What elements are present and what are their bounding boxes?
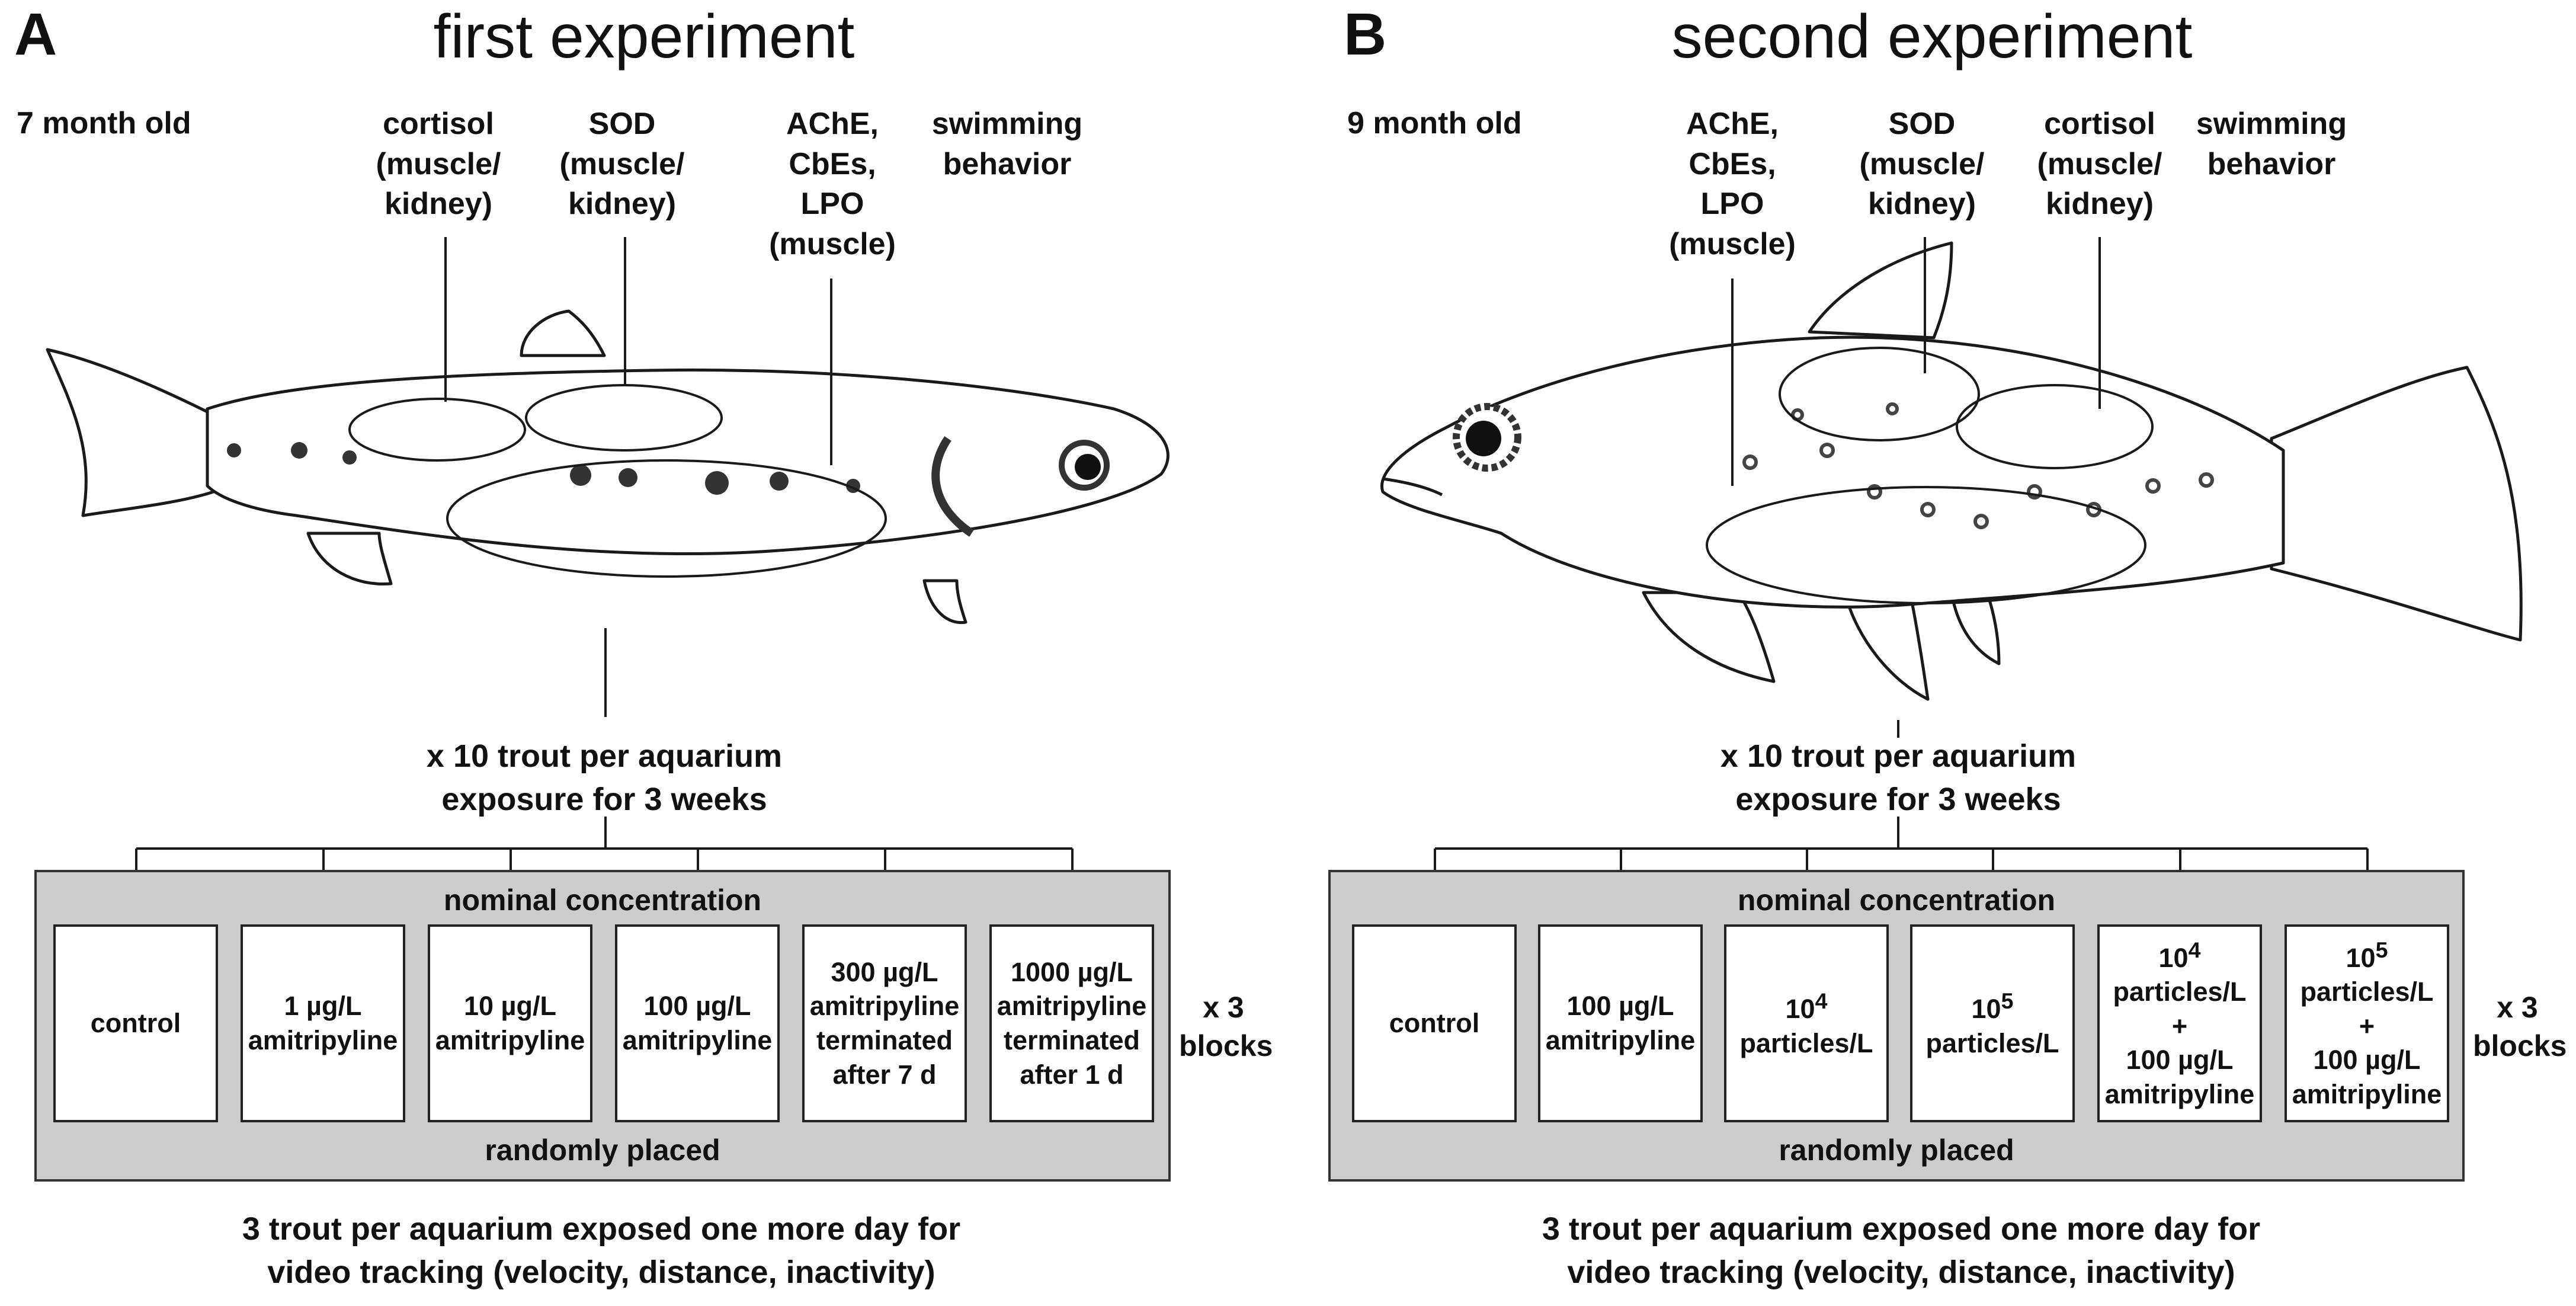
treatment-b-3-rest: particles/L xyxy=(1739,1027,1873,1058)
box-header-b: nominal concentration xyxy=(1737,884,2056,917)
treatment-box-a-1: control xyxy=(53,924,218,1122)
treatment-box-a-5: 300 µg/L amitripyline terminated after 7… xyxy=(802,924,967,1122)
treatment-b-5-base: 10 xyxy=(2158,942,2189,973)
treatment-b-4-text: 105 particles/L xyxy=(1925,987,2059,1060)
panel-first-experiment: A first experiment 7 month old cortisol … xyxy=(14,1,1273,1290)
treatment-b-4-exp: 5 xyxy=(2001,988,2014,1013)
label-ache-b: AChE, CbEs, LPO (muscle) xyxy=(1669,107,1796,261)
trout-illustration-a xyxy=(46,237,1170,924)
treatment-b-6-base: 10 xyxy=(2346,942,2376,973)
aquarium-group-a: nominal concentration randomly placed xyxy=(34,870,1171,1182)
treatment-box-b-5: 104 particles/L + 100 µg/L amitripyline xyxy=(2097,924,2262,1122)
setup-text-a: x 10 trout per aquarium exposure for 3 w… xyxy=(426,738,783,817)
panel-a-title: first experiment xyxy=(433,2,855,71)
label-cortisol-b: cortisol (muscle/ kidney) xyxy=(2037,107,2162,222)
treatment-b-5-exp: 4 xyxy=(2188,937,2201,962)
panel-letter-a: A xyxy=(14,1,57,68)
blocks-label-a: x 3 blocks xyxy=(1179,991,1273,1062)
label-ache-a: AChE, CbEs, LPO (muscle) xyxy=(769,107,896,261)
panel-second-experiment: B second experiment 9 month old AChE, Cb… xyxy=(1288,0,2576,1306)
treatment-b-6-text: 105 particles/L + 100 µg/L amitripyline xyxy=(2292,936,2442,1112)
treatment-b-1-text: control xyxy=(1389,1008,1480,1039)
treatment-b-5-rest: particles/L + 100 µg/L amitripyline xyxy=(2104,977,2255,1109)
treatment-box-b-1: control xyxy=(1352,924,1517,1122)
treatment-b-6-exp: 5 xyxy=(2375,937,2388,962)
panel-letter-b: B xyxy=(1344,1,1387,68)
treatment-b-4-base: 10 xyxy=(1971,993,2001,1024)
treatment-b-4-rest: particles/L xyxy=(1925,1027,2059,1058)
label-swimming-b: swimming behavior xyxy=(2196,107,2347,181)
footer-text-b: 3 trout per aquarium exposed one more da… xyxy=(1542,1211,2261,1290)
panel-b-age: 9 month old xyxy=(1347,106,1522,140)
label-cortisol-a: cortisol (muscle/ kidney) xyxy=(376,107,501,222)
treatment-box-a-4: 100 µg/L amitripyline xyxy=(615,924,780,1122)
box-header-a: nominal concentration xyxy=(443,884,762,917)
aquarium-group-b: nominal concentration randomly placed xyxy=(1328,870,2465,1182)
treatment-box-b-6: 105 particles/L + 100 µg/L amitripyline xyxy=(2285,924,2449,1122)
treatment-b-2-text: 100 µg/L amitripyline xyxy=(1545,991,1696,1055)
treatment-b-3-exp: 4 xyxy=(1815,988,1828,1013)
treatment-box-b-4: 105 particles/L xyxy=(1910,924,2075,1122)
label-sod-a: SOD (muscle/ kidney) xyxy=(559,107,685,222)
box-footer-a: randomly placed xyxy=(485,1134,720,1167)
treatment-box-a-6: 1000 µg/L amitripyline terminated after … xyxy=(989,924,1154,1122)
footer-text-a: 3 trout per aquarium exposed one more da… xyxy=(242,1211,961,1290)
treatment-b-3-text: 104 particles/L xyxy=(1739,987,1873,1060)
box-footer-b: randomly placed xyxy=(1779,1134,2014,1167)
treatment-box-a-3: 10 µg/L amitripyline xyxy=(428,924,592,1122)
trout-illustration-b xyxy=(1380,237,2523,924)
blocks-label-b: x 3 blocks xyxy=(2473,991,2567,1062)
treatment-b-5-text: 104 particles/L + 100 µg/L amitripyline xyxy=(2105,936,2255,1112)
treatment-box-b-2: 100 µg/L amitripyline xyxy=(1538,924,1703,1122)
treatment-b-3-base: 10 xyxy=(1785,993,1815,1024)
label-swimming-a: swimming behavior xyxy=(931,107,1083,181)
panel-a-age: 7 month old xyxy=(17,106,191,140)
treatment-b-6-rest: particles/L + 100 µg/L amitripyline xyxy=(2292,977,2442,1109)
treatment-box-b-3: 104 particles/L xyxy=(1724,924,1889,1122)
treatment-box-a-2: 1 µg/L amitripyline xyxy=(241,924,405,1122)
panel-b-title: second experiment xyxy=(1671,2,2193,71)
label-sod-b: SOD (muscle/ kidney) xyxy=(1859,107,1985,222)
setup-text-b: x 10 trout per aquarium exposure for 3 w… xyxy=(1720,738,2077,817)
